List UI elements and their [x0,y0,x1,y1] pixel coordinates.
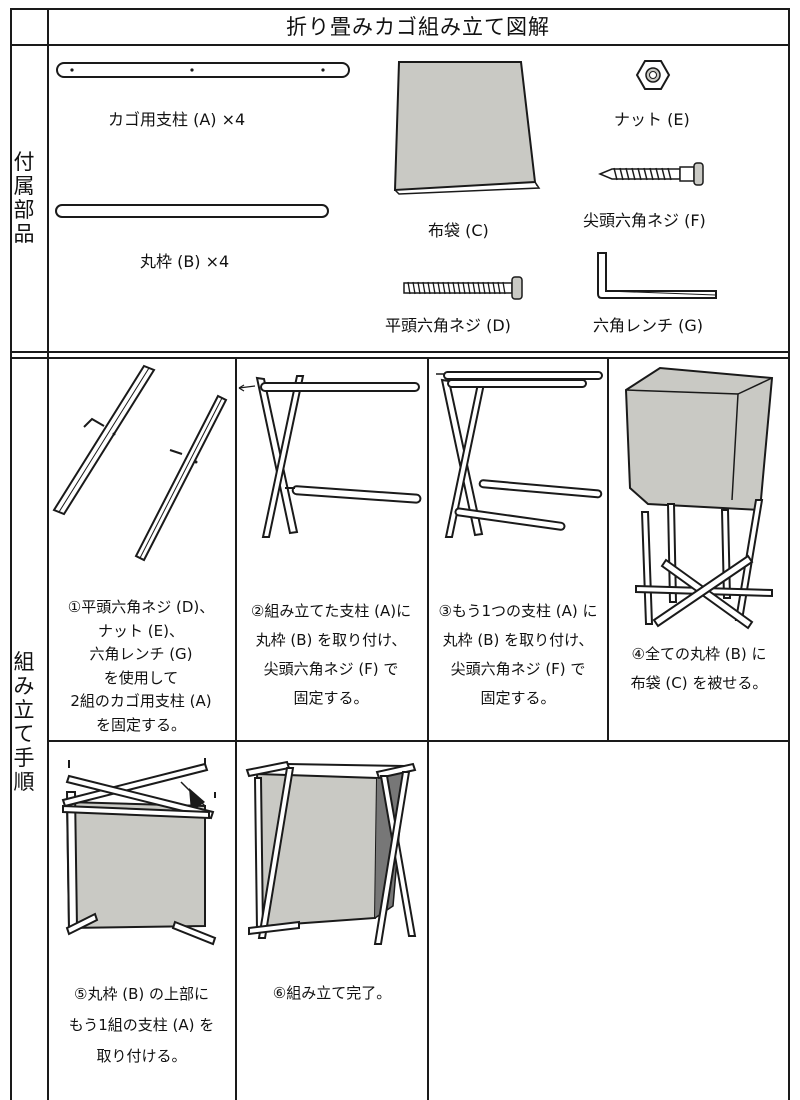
step-4-line-2: 布袋 (C) を被せる。 [630,674,768,692]
step-5-line-1: ⑤丸枠 (B) の上部に [74,985,209,1003]
step-6-line-1: ⑥組み立て完了。 [272,984,392,1002]
steps-section-label: 組み立て手順 [13,650,35,794]
part-g-hex-wrench-illustration [597,252,717,299]
step-3-line-2: 丸枠 (B) を取り付け、 [442,631,594,649]
step-4-illustration [624,366,774,630]
part-f-pointed-screw-illustration [598,162,704,186]
step-4-line-1: ④全ての丸枠 (B) に [631,645,767,663]
part-b-round-rod-illustration [55,204,329,218]
step-3-text: ③もう1つの支柱 (A) に 丸枠 (B) を取り付け、 尖頭六角ネジ (F) … [428,597,608,713]
step-6-text: ⑥組み立て完了。 [237,979,427,1008]
label-column-divider [47,8,49,1100]
step-2-illustration [238,375,422,538]
step-2-line-3: 尖頭六角ネジ (F) で [263,660,399,678]
step-1-line-6: を固定する。 [95,715,186,734]
part-e-label: ナット (E) [614,110,690,129]
step-5-line-3: 取り付ける。 [96,1047,187,1065]
step-1-line-1: ①平頭六角ネジ (D)、 [67,598,215,616]
step-3-line-3: 尖頭六角ネジ (F) で [450,660,586,678]
step-1-line-3: 六角レンチ (G) [89,645,193,663]
right-border [788,8,790,1100]
step-2-text: ②組み立てた支柱 (A)に 丸枠 (B) を取り付け、 尖頭六角ネジ (F) で… [237,597,425,713]
part-c-cloth-bag-illustration [393,61,541,195]
parts-section-label: 付属部品 [13,150,35,246]
step-2-line-1: ②組み立てた支柱 (A)に [250,602,412,620]
step-col-divider-2 [427,357,429,1100]
steps-row-divider [47,740,790,742]
step-2-line-4: 固定する。 [293,689,369,707]
step-2-line-2: 丸枠 (B) を取り付け、 [255,631,407,649]
step-5-line-2: もう1組の支柱 (A) を [68,1016,215,1034]
left-border [10,8,12,1100]
section-divider-2 [10,357,790,359]
step-1-line-5: 2組のカゴ用支柱 (A) [70,692,212,710]
step-1-text: ①平頭六角ネジ (D)、 ナット (E)、 六角レンチ (G) を使用して 2組… [50,596,232,737]
step-1-line-4: を使用して [103,668,179,687]
part-f-label: 尖頭六角ネジ (F) [583,211,706,230]
part-d-label: 平頭六角ネジ (D) [385,316,511,335]
step-5-illustration [61,758,217,946]
page-title: 折り畳みカゴ組み立て図解 [286,15,550,39]
step-5-text: ⑤丸枠 (B) の上部に もう1組の支柱 (A) を 取り付ける。 [48,979,235,1072]
table-border-top [10,8,790,10]
part-e-nut-illustration [635,60,671,90]
part-d-flat-screw-illustration [403,276,523,300]
section-divider-1 [10,351,790,353]
title-divider [10,44,790,46]
step-3-line-1: ③もう1つの支柱 (A) に [438,602,598,620]
step-col-divider-1 [235,357,237,1100]
part-g-label: 六角レンチ (G) [593,316,703,335]
part-a-flat-bar-illustration [56,62,350,78]
part-c-label: 布袋 (C) [428,221,489,240]
step-3-line-4: 固定する。 [480,689,556,707]
step-6-illustration [245,760,417,945]
step-4-text: ④全ての丸枠 (B) に 布袋 (C) を被せる。 [609,640,789,698]
part-b-label: 丸枠 (B) ×4 [140,252,230,271]
part-a-label: カゴ用支柱 (A) ×4 [108,110,246,129]
step-col-divider-3 [607,357,609,741]
step-3-illustration [436,371,603,538]
step-1-line-2: ナット (E)、 [98,621,184,640]
step-1-illustration [52,364,228,562]
